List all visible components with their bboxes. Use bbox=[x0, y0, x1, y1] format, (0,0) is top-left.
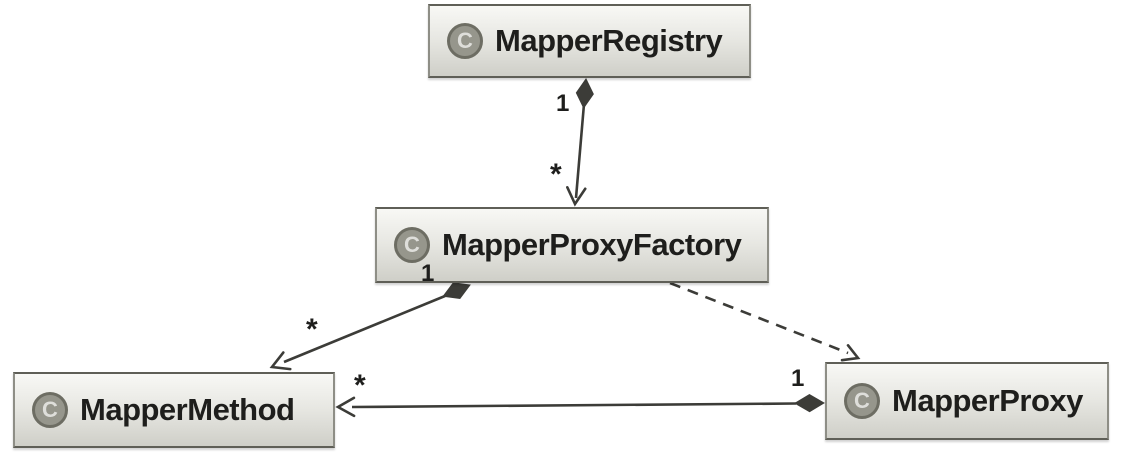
edge-registry-factory-composition bbox=[566, 78, 594, 207]
class-name: MapperProxyFactory bbox=[442, 227, 742, 262]
multiplicity-label: * bbox=[550, 158, 562, 191]
class-name: MapperRegistry bbox=[495, 23, 723, 58]
association-line bbox=[351, 402, 797, 409]
class-icon: C bbox=[32, 392, 68, 428]
class-icon: C bbox=[394, 227, 430, 263]
class-node-mapper-registry[interactable]: C MapperRegistry bbox=[428, 4, 751, 78]
edge-factory-method-composition bbox=[269, 282, 471, 371]
class-name: MapperProxy bbox=[892, 383, 1083, 418]
class-node-mapper-proxy[interactable]: C MapperProxy bbox=[825, 362, 1109, 440]
class-name: MapperMethod bbox=[80, 392, 295, 427]
class-icon-letter: C bbox=[457, 28, 473, 53]
composition-diamond bbox=[575, 78, 594, 109]
open-arrowhead bbox=[335, 396, 356, 418]
class-icon-letter: C bbox=[404, 232, 420, 257]
edge-factory-proxy-dependency bbox=[669, 281, 861, 362]
multiplicity-label: 1 bbox=[421, 260, 435, 287]
association-line bbox=[574, 103, 586, 199]
class-icon-letter: C bbox=[42, 397, 58, 422]
edge-proxy-method-composition bbox=[335, 394, 825, 418]
multiplicity-label: 1 bbox=[791, 365, 805, 392]
open-arrowhead bbox=[566, 186, 587, 207]
multiplicity-label: 1 bbox=[556, 90, 570, 117]
dependency-line bbox=[669, 281, 849, 355]
class-icon: C bbox=[447, 23, 483, 59]
class-node-mapper-proxy-factory[interactable]: C MapperProxyFactory bbox=[375, 207, 769, 283]
composition-diamond bbox=[794, 394, 825, 413]
multiplicity-label: * bbox=[306, 313, 318, 346]
multiplicity-label: * bbox=[354, 369, 366, 402]
class-node-mapper-method[interactable]: C MapperMethod bbox=[13, 372, 335, 448]
class-icon-letter: C bbox=[854, 388, 870, 413]
class-icon: C bbox=[844, 383, 880, 419]
